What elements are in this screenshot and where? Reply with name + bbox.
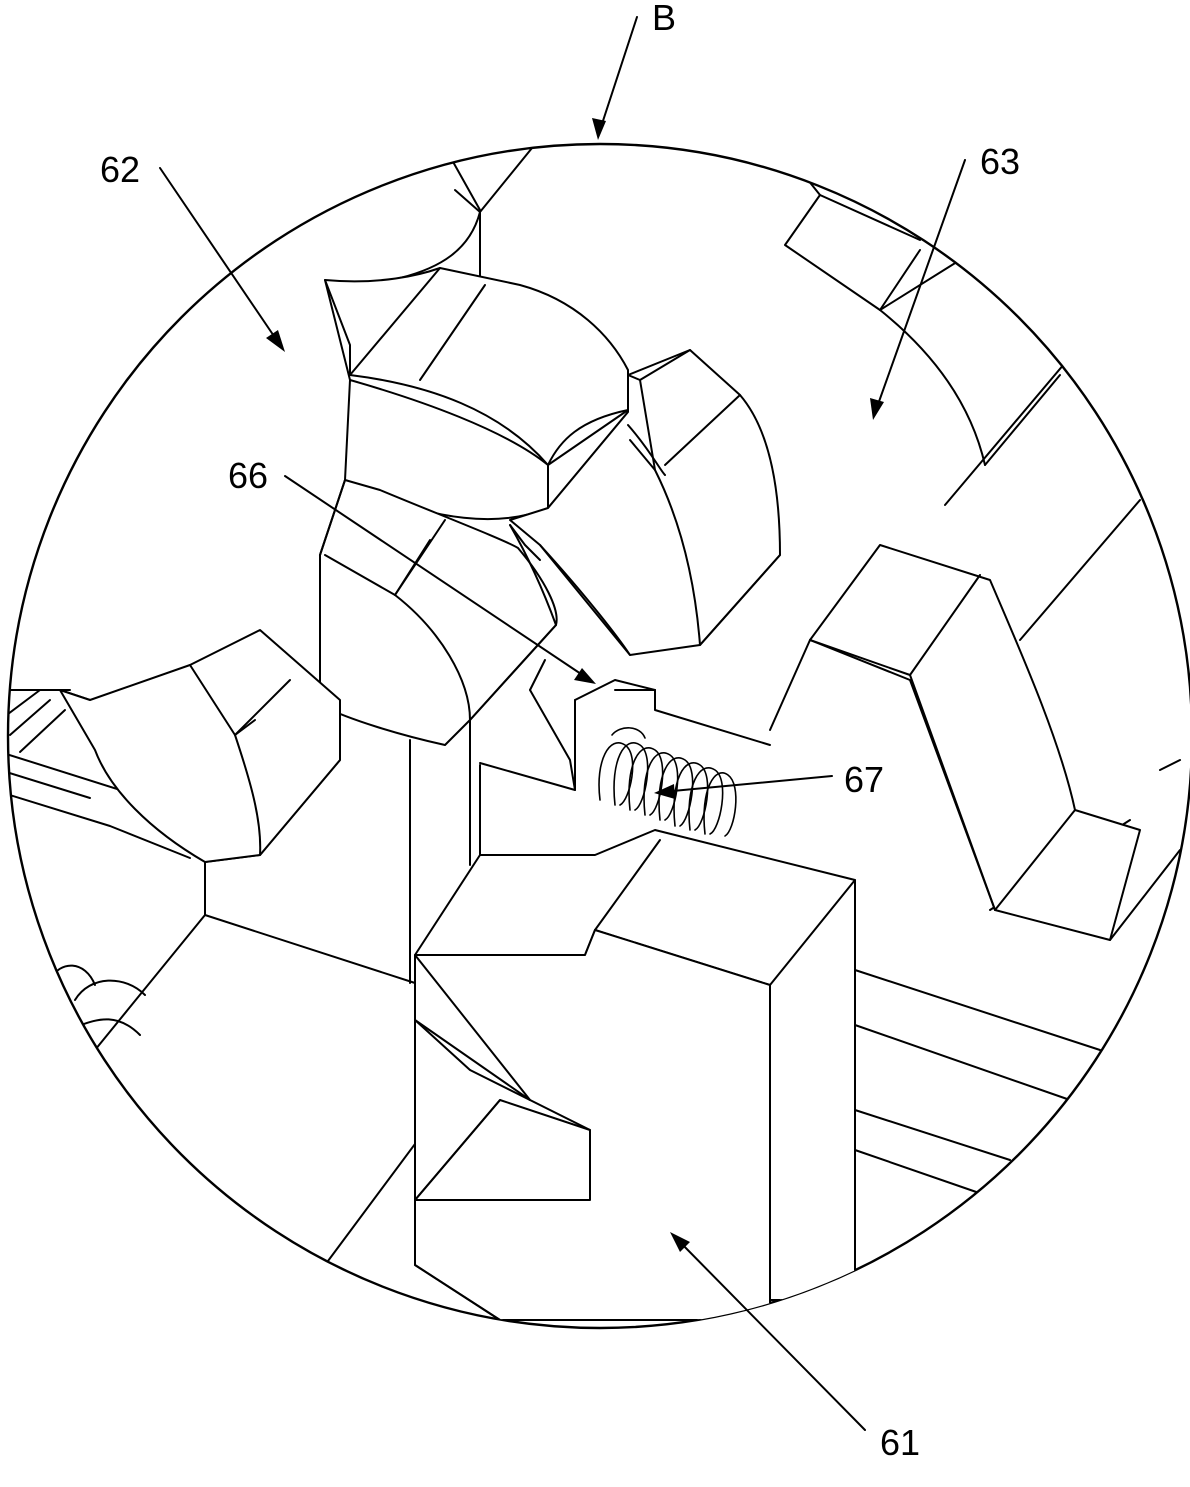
gear-63-tooth (509, 349, 781, 656)
gear-62-body (324, 267, 629, 520)
gear-62-lower-tooth (319, 479, 558, 746)
callout-67: 67 (844, 759, 884, 800)
left-gear-tooth (8, 629, 341, 863)
arrowhead-b (592, 118, 606, 140)
guide-rails (8, 689, 1101, 1266)
callout-61: 61 (880, 1422, 920, 1463)
frame-block-61 (414, 829, 856, 1321)
mechanism-parts (8, 147, 1181, 1321)
arrowhead-61 (670, 1232, 690, 1252)
arrowhead-63 (870, 398, 884, 420)
spring-67 (598, 727, 737, 837)
callout-62: 62 (100, 149, 140, 190)
arrowhead-67 (654, 784, 675, 799)
detail-circle-outline (6, 142, 1190, 1330)
leader-lines (159, 16, 966, 1431)
arrowhead-66 (574, 668, 596, 684)
arrowhead-62 (266, 330, 285, 352)
callout-63: 63 (980, 141, 1020, 182)
right-gear-block (769, 544, 1181, 941)
pawl-66 (409, 524, 656, 984)
view-label-b: B (652, 0, 676, 38)
callout-66: 66 (228, 455, 268, 496)
